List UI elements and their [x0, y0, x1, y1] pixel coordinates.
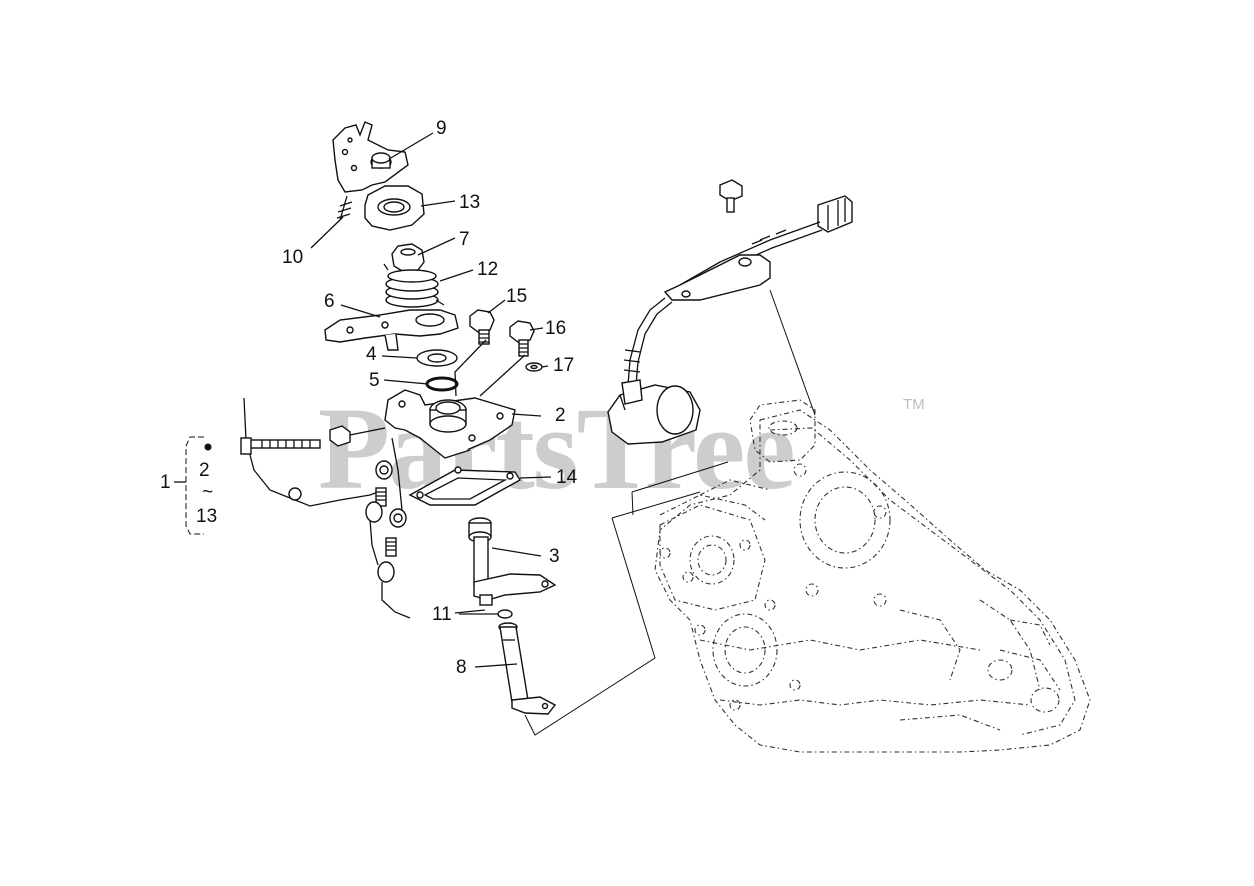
callout-10: 10 — [282, 247, 303, 268]
callout-14: 14 — [556, 467, 578, 488]
callout-7: 7 — [459, 229, 470, 250]
callout-6: 6 — [324, 291, 335, 312]
sensor-assembly — [607, 179, 853, 445]
harness-connector — [817, 195, 853, 233]
part-7-nut — [391, 243, 425, 273]
callout-5: 5 — [369, 370, 380, 391]
callout-2-right: 2 — [555, 405, 566, 426]
clevis-pins — [365, 437, 411, 619]
transmission-housing — [654, 399, 1091, 753]
callout-labels: 9 13 10 7 12 6 15 16 4 5 17 2 14 3 11 8 … — [160, 118, 578, 678]
callout-2-range-start: 2 — [199, 460, 210, 481]
callout-1: 1 — [160, 472, 171, 493]
part-17-washer — [525, 362, 543, 372]
callout-15: 15 — [506, 286, 527, 307]
part-4-washer — [416, 349, 458, 367]
part-15-bolt — [469, 309, 495, 345]
callout-8: 8 — [456, 657, 467, 678]
callout-12: 12 — [477, 259, 498, 280]
speed-sensor — [607, 379, 701, 445]
callout-13-range-end: 13 — [196, 506, 217, 527]
callout-3: 3 — [549, 546, 560, 567]
callout-16: 16 — [545, 318, 566, 339]
part-13-cam-collar — [364, 185, 425, 231]
part-16-bolt — [509, 320, 535, 357]
part-2-shift-housing — [384, 389, 516, 459]
part-3-shift-shaft — [468, 517, 557, 606]
part-11-o-ring — [497, 609, 513, 619]
callout-4: 4 — [366, 344, 377, 365]
callout-13-top: 13 — [459, 192, 480, 213]
watermark-trademark: TM — [903, 396, 925, 413]
callout-11: 11 — [432, 604, 452, 625]
callout-9: 9 — [436, 118, 447, 139]
leader-lines — [174, 132, 552, 668]
cable-assembly — [240, 397, 386, 507]
part-9-shift-bracket — [332, 121, 409, 193]
part-14-gasket — [408, 466, 521, 506]
part-10-spring-pin — [336, 195, 353, 221]
bracket-bolt — [719, 179, 743, 213]
callout-range-separator: ~ — [202, 482, 213, 503]
reference-lines — [524, 289, 816, 736]
part-5-o-ring — [425, 376, 459, 392]
part-8-shift-rod — [498, 622, 557, 715]
part-6-lever-plate — [324, 309, 459, 351]
part-12-coil-spring — [383, 263, 445, 308]
callout-17: 17 — [553, 355, 574, 376]
item-1-bracket — [185, 436, 212, 535]
